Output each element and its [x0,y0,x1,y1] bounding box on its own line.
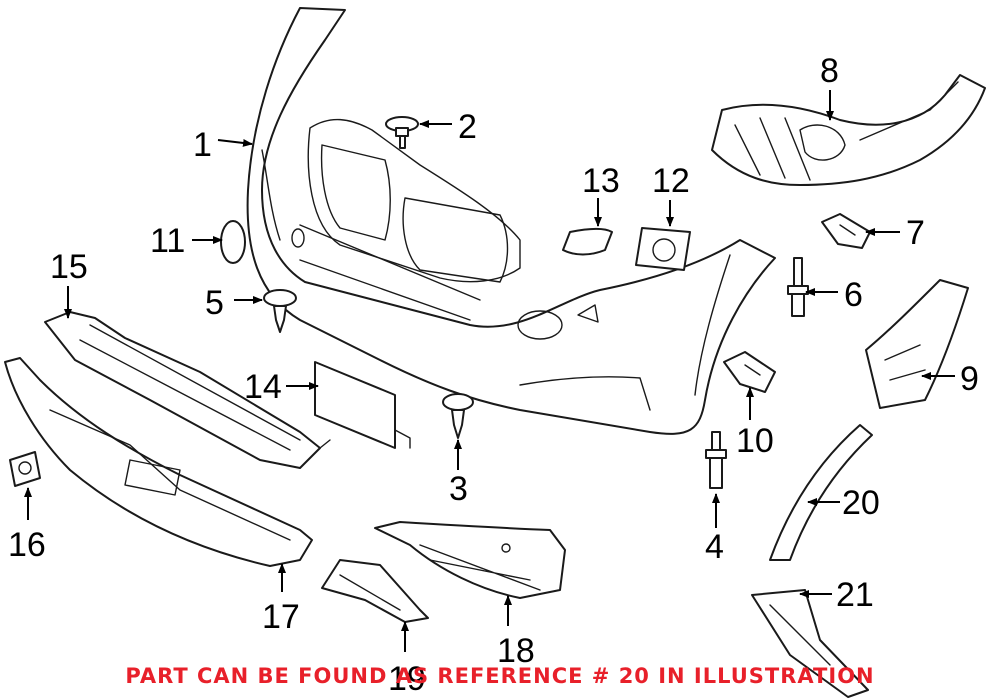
callout-16: 16 [8,526,46,564]
callout-10: 10 [736,422,774,460]
kidney-grille [320,144,509,283]
callout-20: 20 [842,484,880,522]
wheel-arch-trim [769,424,873,561]
illustration-notice: PART CAN BE FOUND AS REFERENCE # 20 IN I… [125,664,875,688]
callout-14: 14 [244,368,282,406]
side-bracket [865,279,969,409]
mounting-bracket [711,74,986,186]
expansion-rivet-5 [263,289,297,333]
bolt-4 [705,431,727,489]
callout-7: 7 [906,214,925,252]
callout-19: 19 [388,660,426,698]
tow-hook-cover [635,227,691,271]
callout-17: 17 [262,598,300,636]
sensor-holder [9,451,41,487]
callout-15: 15 [50,248,88,286]
license-bracket [314,361,411,449]
washer-cap [562,228,613,256]
callout-18: 18 [497,632,535,670]
callout-1: 1 [193,126,212,164]
callout-6: 6 [844,276,863,314]
callout-12: 12 [652,162,690,200]
callout-3: 3 [449,470,468,508]
clip-nut-10 [723,351,776,393]
upper-grille [44,311,331,469]
expansion-rivet-3 [442,393,474,439]
callout-2: 2 [458,108,477,146]
leader-lines [24,90,955,652]
callout-13: 13 [582,162,620,200]
clip-nut-7 [821,213,871,249]
callout-4: 4 [705,528,724,566]
lower-grille [4,357,313,567]
push-clip [385,116,419,149]
callout-11: 11 [150,222,185,260]
lower-trim [321,559,429,623]
bolt-6 [787,257,809,317]
retainer-ring [220,220,246,264]
callout-numbers: 1 2 3 4 5 6 7 8 9 10 11 12 13 14 15 16 1… [8,52,979,698]
callout-21: 21 [836,576,874,614]
callout-8: 8 [820,52,839,90]
fog-lamp-trim [374,521,566,599]
callout-5: 5 [205,284,224,322]
bumper-cover [246,7,776,435]
callout-9: 9 [960,360,979,398]
